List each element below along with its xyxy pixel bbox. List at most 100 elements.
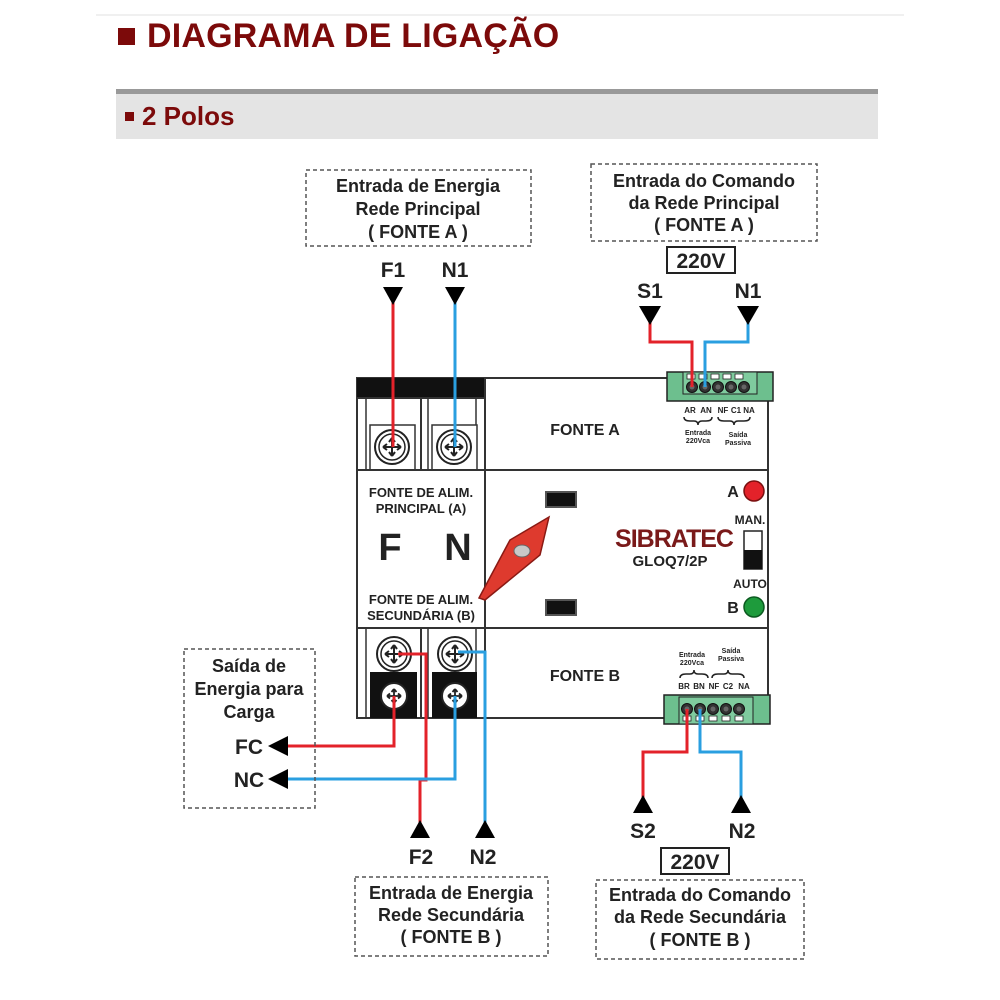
alim-principal-line2: PRINCIPAL (A): [376, 501, 467, 516]
group-b1-line1: Entrada: [679, 652, 705, 659]
mode-man-label: MAN.: [735, 513, 766, 527]
wire-n1-cmd: [703, 320, 750, 387]
voltage-a-text: 220V: [676, 250, 725, 273]
handle-slot-top: [545, 491, 577, 508]
wire-s1: [648, 320, 694, 387]
arrow-down-icon: [445, 287, 465, 305]
screw-terminal-n2: [437, 636, 473, 672]
page-title-text: DIAGRAMA DE LIGAÇÃO: [147, 16, 560, 55]
arrow-down-icon: [639, 306, 661, 325]
group-b2-line2: Passiva: [718, 656, 744, 663]
energy-b-line1: Entrada de Energia: [369, 883, 534, 903]
led-a-label: A: [727, 484, 739, 501]
pin-an: AN: [700, 406, 712, 415]
pin-na-a: NA: [743, 406, 755, 415]
command-b-line2: da Rede Secundária: [614, 907, 787, 927]
arrow-up-icon: [475, 820, 495, 838]
wire-n2-power: [458, 650, 487, 825]
terminal-n2-cmd-label: N2: [729, 820, 756, 843]
mode-switch[interactable]: [743, 530, 763, 570]
group-a1-line2: 220Vca: [686, 438, 710, 445]
pin-c1: C1: [731, 406, 742, 415]
page-title: DIAGRAMA DE LIGAÇÃO: [118, 14, 559, 58]
energy-input-b-box: Entrada de Energia Rede Secundária ( FON…: [354, 876, 549, 957]
section-title: 2 Polos: [142, 101, 235, 131]
alim-secundaria-line1: FONTE DE ALIM.: [369, 592, 473, 607]
terminal-s1-label: S1: [637, 280, 663, 303]
transfer-switch-device: FONTE A FONTE DE ALIM. PRINCIPAL (A) F N…: [356, 377, 769, 719]
arrow-left-icon: [268, 769, 288, 789]
brand-logo: SIBRATEC: [615, 525, 734, 553]
wire-nc: [285, 696, 457, 781]
energy-a-line1: Entrada de Energia: [336, 176, 501, 196]
terminal-nc-label: NC: [234, 769, 264, 792]
model-label: GLOQ7/2P: [632, 553, 707, 570]
terminal-n1-cmd-label: N1: [735, 280, 762, 303]
fonte-b-label: FONTE B: [550, 668, 620, 685]
connector-a: AR AN NF C1 NA Entrada 220Vca Saída Pass…: [666, 371, 774, 447]
arrow-up-icon: [633, 795, 653, 813]
arrow-down-icon: [737, 306, 759, 325]
group-b2-line1: Saída: [722, 648, 741, 655]
pin-bn: BN: [693, 682, 705, 691]
alim-secundaria-line2: SECUNDÁRIA (B): [367, 608, 475, 623]
command-a-line1: Entrada do Comando: [613, 171, 795, 191]
energy-a-line3: ( FONTE A ): [368, 222, 468, 242]
pin-na-b: NA: [738, 682, 750, 691]
command-a-line3: ( FONTE A ): [654, 215, 754, 235]
alim-principal-line1: FONTE DE ALIM.: [369, 485, 473, 500]
arrow-up-icon: [731, 795, 751, 813]
mode-auto-label: AUTO: [733, 577, 767, 591]
transfer-handle[interactable]: [477, 515, 551, 601]
command-input-a-box: Entrada do Comando da Rede Principal ( F…: [590, 163, 818, 242]
terminal-fc-label: FC: [235, 736, 263, 759]
command-b-line3: ( FONTE B ): [650, 930, 751, 950]
arrow-up-icon: [410, 820, 430, 838]
voltage-b-text: 220V: [670, 851, 719, 874]
arrow-left-icon: [268, 736, 288, 756]
terminal-s2-label: S2: [630, 820, 656, 843]
arrows: [268, 287, 759, 838]
energy-a-line2: Rede Principal: [355, 199, 480, 219]
command-a-line2: da Rede Principal: [628, 193, 779, 213]
wire-n2-cmd: [698, 709, 743, 800]
terminal-n2-power-label: N2: [470, 846, 497, 869]
group-b1-line2: 220Vca: [680, 660, 704, 667]
terminal-n1-power-label: N1: [442, 259, 469, 282]
led-b-indicator: [743, 596, 765, 618]
load-line3: Carga: [223, 702, 275, 722]
wire-fc: [285, 696, 396, 748]
section-header: 2 Polos: [116, 89, 878, 139]
command-b-line1: Entrada do Comando: [609, 885, 791, 905]
title-bullet-icon: [118, 27, 135, 45]
pin-nf-b: NF: [709, 682, 720, 691]
wires: [285, 300, 750, 825]
wire-s2: [641, 709, 689, 800]
load-output-box: Saída de Energia para Carga FC NC: [183, 648, 316, 809]
section-bullet-icon: [125, 112, 134, 121]
group-a2-line2: Passiva: [725, 440, 751, 447]
led-b-label: B: [727, 600, 739, 617]
led-a-indicator: [743, 480, 765, 502]
energy-b-line2: Rede Secundária: [378, 905, 525, 925]
pin-nf-a: NF: [718, 406, 729, 415]
energy-input-a-box: Entrada de Energia Rede Principal ( FONT…: [305, 169, 532, 247]
fonte-a-label: FONTE A: [550, 422, 620, 439]
group-a1-line1: Entrada: [685, 430, 711, 437]
load-line2: Energia para: [194, 679, 304, 699]
arrow-down-icon: [383, 287, 403, 305]
pin-br: BR: [678, 682, 690, 691]
top-divider: [96, 14, 904, 16]
letter-n: N: [444, 527, 471, 569]
energy-b-line3: ( FONTE B ): [401, 927, 502, 947]
load-line1: Saída de: [212, 656, 286, 676]
voltage-a-badge: 220V: [666, 246, 736, 274]
group-a2-line1: Saída: [729, 432, 748, 439]
command-input-b-box: Entrada do Comando da Rede Secundária ( …: [595, 879, 805, 960]
pin-ar: AR: [684, 406, 696, 415]
letter-f: F: [378, 527, 401, 569]
handle-slot-bottom: [545, 599, 577, 616]
connector-b: Entrada 220Vca Saída Passiva BR BN NF C2…: [663, 648, 771, 725]
terminal-f1-label: F1: [381, 259, 406, 282]
